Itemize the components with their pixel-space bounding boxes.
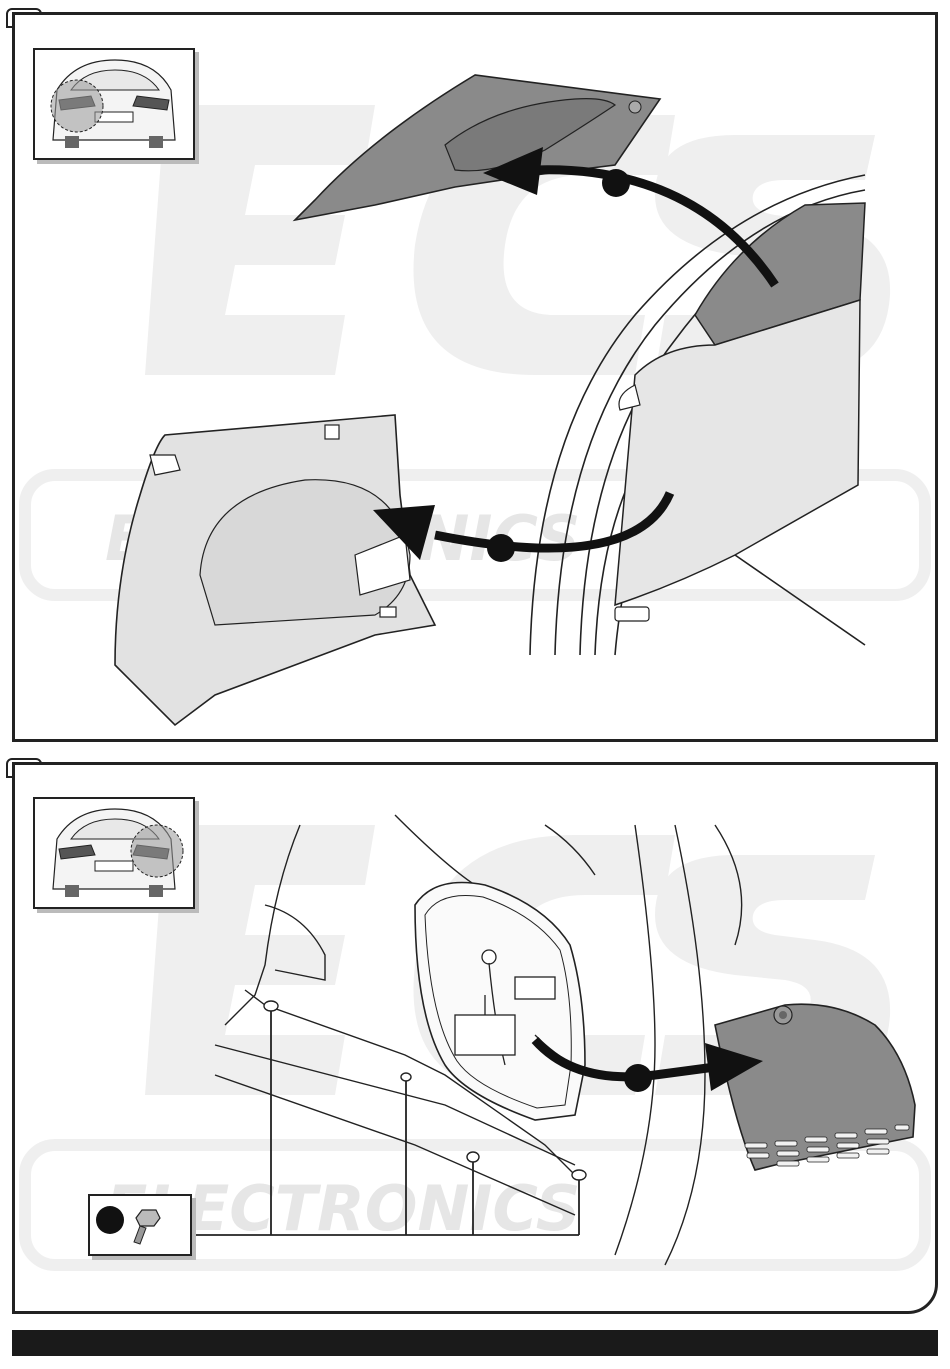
footer-bar — [12, 1330, 938, 1356]
car-rear-thumbnail-2 — [33, 797, 195, 909]
car-rear-thumbnail — [33, 48, 195, 160]
callout-dot-icon — [602, 169, 630, 197]
lamp-housing-opening — [415, 883, 585, 1121]
step-1-panel: ELECTRONICS — [12, 12, 938, 742]
car-rear-icon — [35, 799, 193, 907]
trunk-side-wall — [615, 300, 860, 605]
car-rear-icon — [35, 50, 193, 158]
bolt-callout-box — [88, 1194, 192, 1256]
callout-dot-icon — [487, 534, 515, 562]
callout-dot-icon — [624, 1064, 652, 1092]
bolt-icon — [134, 1210, 160, 1244]
callout-dot-icon — [96, 1206, 124, 1234]
